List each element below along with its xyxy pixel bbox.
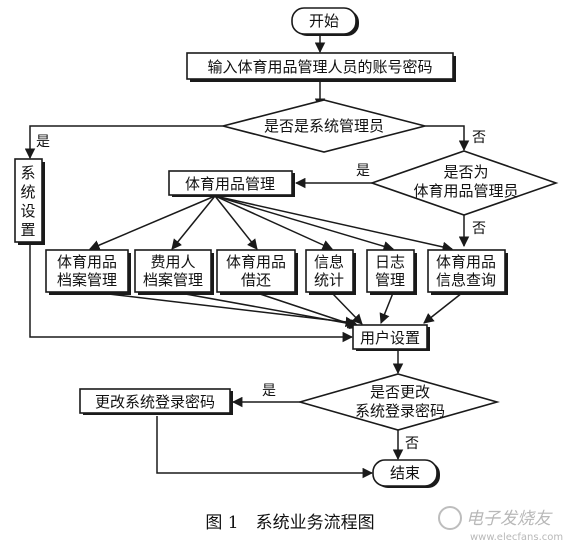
edge-no-goods: 否 [472, 221, 486, 237]
system-settings-step: 系 统 设 置 [14, 158, 45, 245]
module-query-line1: 体育用品 [436, 253, 496, 271]
system-settings-char1: 系 [20, 164, 35, 182]
is-admin-label: 是否是系统管理员 [264, 117, 384, 135]
module-lending: 体育用品 借还 [216, 249, 298, 295]
edge-no-admin: 否 [472, 130, 486, 146]
change-password-step: 更改系统登录密码 [79, 388, 233, 415]
watermark-logo-icon [438, 506, 462, 530]
module-statistics-line2: 统计 [314, 271, 344, 289]
end-label: 结束 [390, 464, 420, 482]
login-label: 输入体育用品管理人员的账号密码 [207, 58, 432, 76]
module-log-line2: 管理 [375, 271, 405, 289]
module-statistics: 信息 统计 [305, 249, 356, 295]
system-settings-char2: 统 [20, 183, 35, 201]
start-label: 开始 [309, 12, 339, 30]
module-lending-line2: 借还 [241, 271, 271, 289]
module-query-line2: 信息查询 [436, 271, 496, 289]
module-archive: 体育用品 档案管理 [45, 249, 131, 295]
is-goods-admin-decision: 是否为 体育用品管理员 [369, 150, 559, 216]
goods-management-step: 体育用品管理 [168, 170, 295, 197]
edge-no-change: 否 [405, 436, 419, 452]
is-goods-admin-line1: 是否为 [443, 163, 488, 181]
system-settings-char3: 设 [20, 202, 35, 220]
change-password-label: 更改系统登录密码 [95, 393, 215, 411]
module-query: 体育用品 信息查询 [427, 249, 508, 295]
change-password-decision: 是否更改 系统登录密码 [297, 373, 500, 431]
start-node: 开始 [291, 7, 359, 36]
module-log: 日志 管理 [366, 249, 417, 295]
module-log-line1: 日志 [375, 253, 405, 271]
edge-yes-change: 是 [262, 383, 276, 399]
change-decision-line2: 系统登录密码 [355, 402, 445, 420]
system-settings-char4: 置 [20, 221, 35, 239]
module-statistics-line1: 信息 [314, 253, 344, 271]
edge-yes-goods: 是 [356, 163, 370, 179]
end-node: 结束 [372, 459, 440, 488]
watermark: 电子发烧友 www.elecfans.com [438, 506, 563, 543]
change-decision-line1: 是否更改 [370, 383, 430, 401]
watermark-text: 电子发烧友 [466, 509, 553, 529]
edge-yes-admin: 是 [36, 134, 50, 150]
login-step: 输入体育用品管理人员的账号密码 [186, 52, 456, 82]
module-archive-line1: 体育用品 [57, 253, 117, 271]
module-archive-line2: 档案管理 [57, 271, 117, 289]
user-settings-step: 用户设置 [352, 324, 430, 351]
module-user-line1: 费用人 [150, 253, 195, 271]
module-user-archive: 费用人 档案管理 [134, 249, 214, 295]
module-lending-line1: 体育用品 [226, 253, 286, 271]
watermark-url: www.elecfans.com [470, 532, 563, 543]
is-admin-decision: 是否是系统管理员 [222, 99, 426, 153]
is-goods-admin-line2: 体育用品管理员 [413, 182, 518, 200]
goods-management-label: 体育用品管理 [185, 175, 275, 193]
connectors [24, 34, 470, 479]
module-user-line2: 档案管理 [143, 271, 203, 289]
figure-caption: 图 1 系统业务流程图 [205, 513, 374, 533]
user-settings-label: 用户设置 [360, 329, 420, 347]
